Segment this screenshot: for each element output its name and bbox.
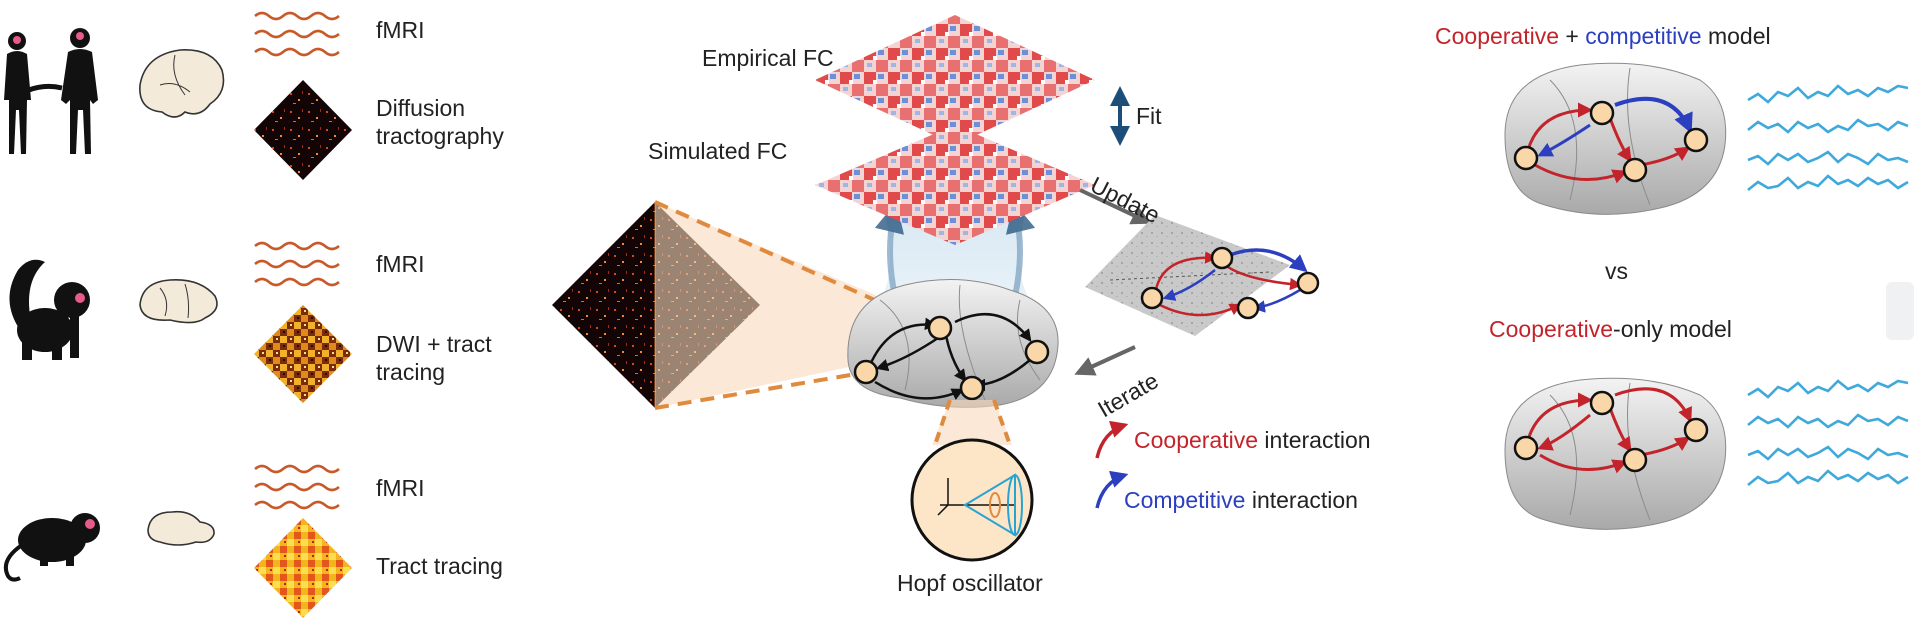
fit-label: Fit (1136, 103, 1162, 129)
model2-edges (1526, 387, 1692, 474)
empirical-fc-matrix (815, 15, 1095, 145)
human-brain-icon (139, 49, 225, 118)
vs-label: vs (1605, 258, 1628, 284)
model1-plus: + (1559, 23, 1586, 49)
model1-rest: model (1701, 23, 1771, 49)
update-arrow-icon (1079, 188, 1152, 225)
simulated-fc-matrix (815, 125, 1095, 245)
cooperative-arrow-icon (1095, 420, 1129, 459)
scroll-handle[interactable] (1886, 282, 1914, 340)
macaque-structural-label: DWI + tract tracing (376, 331, 492, 385)
model-plane-nodes (1140, 246, 1320, 320)
model2-signal-traces (1747, 379, 1909, 487)
fmri-trace-macaque (254, 241, 340, 287)
human-silhouette-icon (4, 28, 98, 154)
model-plane-edges (1153, 248, 1308, 317)
macaque-connectivity-matrix (254, 305, 352, 403)
simulated-fc-label: Simulated FC (648, 138, 788, 164)
fmri-trace-mouse (254, 464, 340, 510)
network-nodes (853, 315, 1050, 401)
model1-nodes (1513, 100, 1709, 183)
human-fmri-label: fMRI (376, 17, 425, 43)
mouse-fmri-label: fMRI (376, 475, 425, 501)
competitive-legend: Competitive interaction (1124, 486, 1358, 514)
mouse-structural-label: Tract tracing (376, 553, 503, 579)
macaque-silhouette-icon (9, 259, 90, 360)
model2-rest: -only model (1613, 316, 1732, 342)
model-plane (1085, 215, 1290, 336)
hopf-oscillator-label: Hopf oscillator (897, 570, 1043, 596)
macaque-brain-dot-icon (75, 293, 85, 303)
human-brain-dot-icon (13, 36, 21, 44)
macaque-fmri-label: fMRI (376, 251, 425, 277)
mouse-connectivity-matrix (254, 518, 352, 618)
cooperative-only-brain (1504, 377, 1727, 530)
hopf-oscillator-icon (910, 438, 1034, 562)
model2-title: Cooperative-only model (1489, 315, 1732, 343)
competitive-legend-keyword: Competitive (1124, 487, 1246, 513)
mouse-silhouette-icon (3, 513, 100, 582)
cooperative-legend-keyword: Cooperative (1134, 427, 1259, 453)
human-connectivity-matrix (254, 80, 352, 180)
macaque-brain-icon (139, 279, 218, 324)
competitive-arrow-icon (1095, 470, 1129, 509)
model1-title: Cooperative + competitive model (1435, 22, 1771, 50)
model1-competitive-word: competitive (1585, 23, 1702, 49)
mouse-brain-icon (147, 510, 215, 546)
cooperative-legend-rest: interaction (1258, 427, 1371, 453)
iterate-arrow-icon (1074, 345, 1136, 376)
network-brain (847, 279, 1059, 408)
empirical-fc-label: Empirical FC (702, 45, 834, 71)
model2-nodes (1513, 390, 1709, 473)
cooperative-legend: Cooperative interaction (1134, 426, 1371, 454)
fmri-trace-human (254, 11, 340, 57)
human-brain-dot-icon (76, 32, 84, 40)
model2-cooperative-word: Cooperative (1489, 316, 1614, 342)
human-structural-label: Diffusion tractography (376, 95, 504, 149)
model1-signal-traces (1747, 84, 1909, 192)
model1-cooperative-word: Cooperative (1435, 23, 1560, 49)
mouse-brain-dot-icon (85, 519, 95, 529)
competitive-legend-rest: interaction (1245, 487, 1358, 513)
